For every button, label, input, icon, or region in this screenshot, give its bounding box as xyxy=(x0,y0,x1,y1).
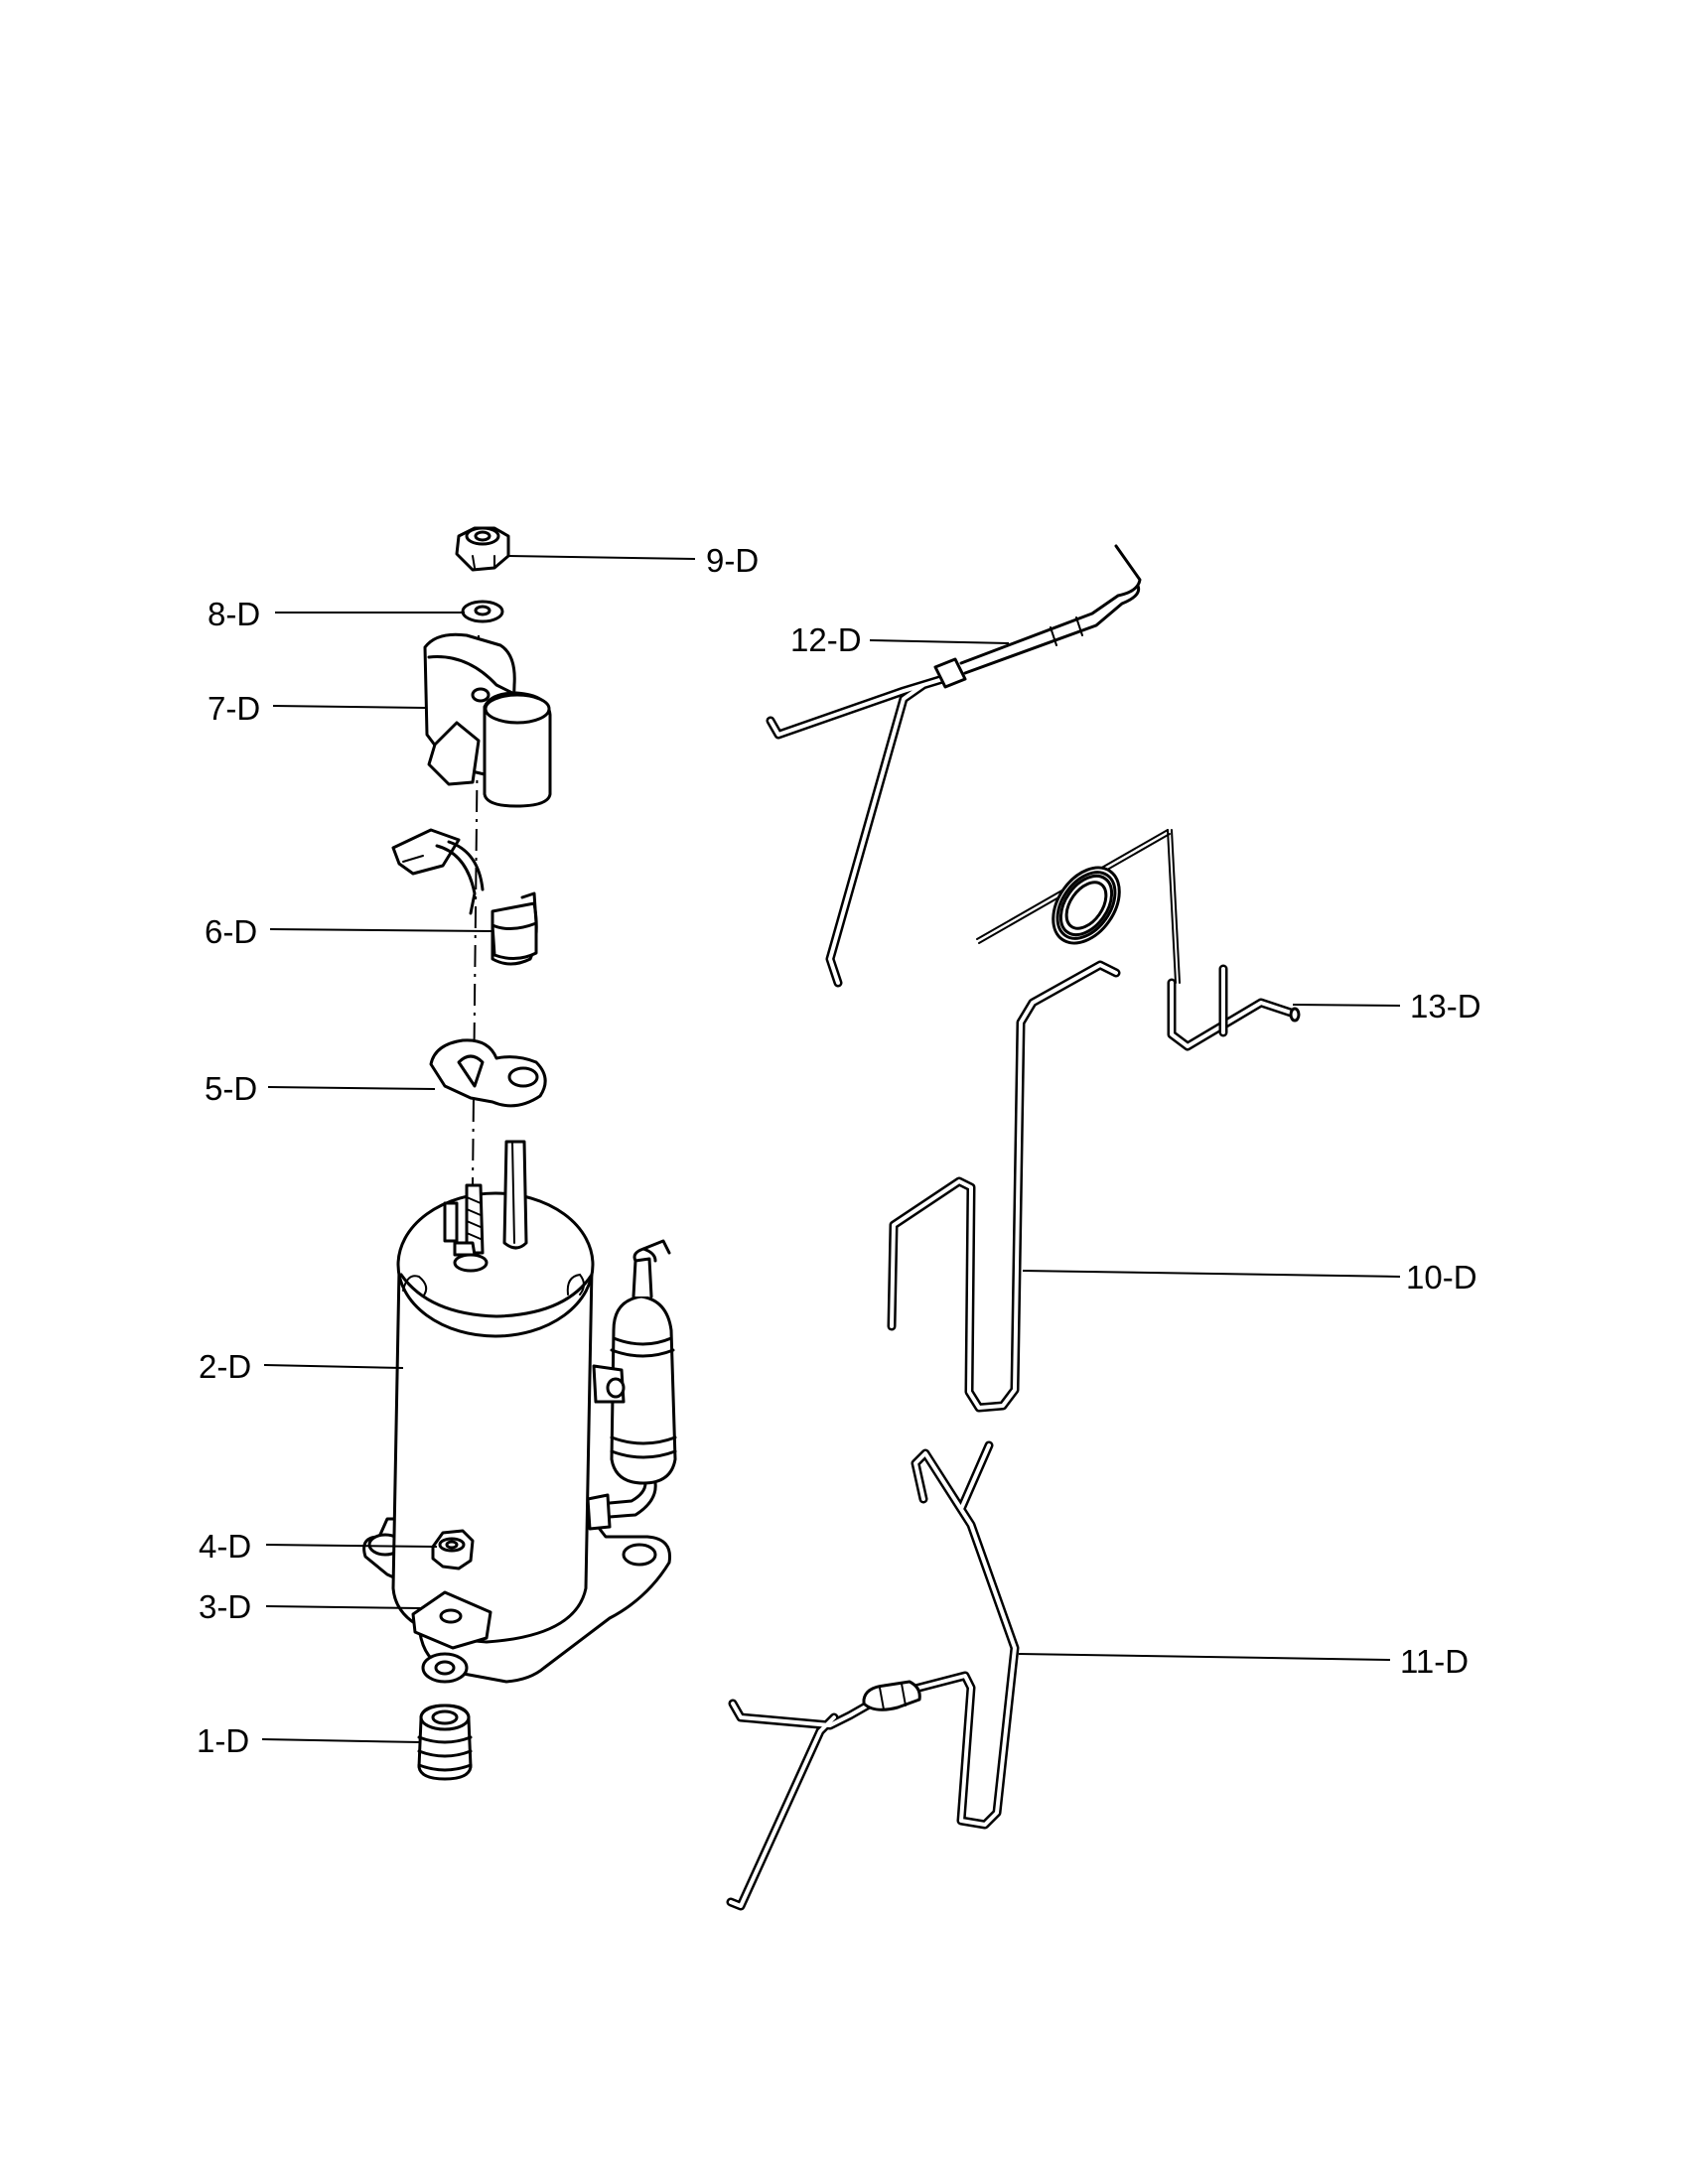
label-7-d: 7-D xyxy=(208,690,260,727)
part-10-pipe xyxy=(887,960,1121,1413)
label-4-d: 4-D xyxy=(199,1528,251,1565)
part-labels: 9-D 8-D 7-D 6-D 5-D 2-D 4-D 3-D 1-D 12-D… xyxy=(197,542,1481,1759)
part-2-compressor xyxy=(362,1140,677,1684)
leader-12 xyxy=(869,639,1010,644)
label-6-d: 6-D xyxy=(205,913,257,950)
leader-7 xyxy=(272,705,426,709)
leader-lines xyxy=(261,555,1401,1743)
label-10-d: 10-D xyxy=(1406,1259,1477,1296)
leader-1 xyxy=(261,1738,422,1743)
leader-4 xyxy=(265,1544,438,1548)
leader-10 xyxy=(1022,1270,1401,1278)
label-1-d: 1-D xyxy=(197,1722,249,1759)
part-12-pipe xyxy=(766,544,1142,988)
label-2-d: 2-D xyxy=(199,1348,251,1385)
leader-13 xyxy=(1292,1004,1401,1007)
label-9-d: 9-D xyxy=(706,542,759,579)
part-9-nut xyxy=(455,526,510,572)
leader-9 xyxy=(507,555,696,560)
part-4-nut xyxy=(431,1529,475,1570)
leader-11 xyxy=(1018,1653,1391,1661)
part-6-overload-protector xyxy=(391,828,538,966)
leader-2 xyxy=(263,1364,404,1369)
leader-5 xyxy=(267,1086,436,1090)
label-5-d: 5-D xyxy=(205,1070,257,1107)
leader-6 xyxy=(269,928,493,932)
part-7-terminal-cover xyxy=(423,632,552,808)
part-1-grommet xyxy=(417,1704,473,1781)
label-13-d: 13-D xyxy=(1410,988,1481,1024)
part-13-capillary-coil xyxy=(976,829,1301,1051)
part-3-plate xyxy=(411,1590,492,1650)
leader-3 xyxy=(265,1605,422,1609)
label-11-d: 11-D xyxy=(1400,1643,1469,1680)
label-8-d: 8-D xyxy=(208,596,260,632)
label-12-d: 12-D xyxy=(790,621,862,658)
part-8-washer xyxy=(461,600,504,623)
label-3-d: 3-D xyxy=(199,1588,251,1625)
part-5-gasket xyxy=(429,1038,547,1108)
part-11-pipe xyxy=(726,1440,1020,1911)
